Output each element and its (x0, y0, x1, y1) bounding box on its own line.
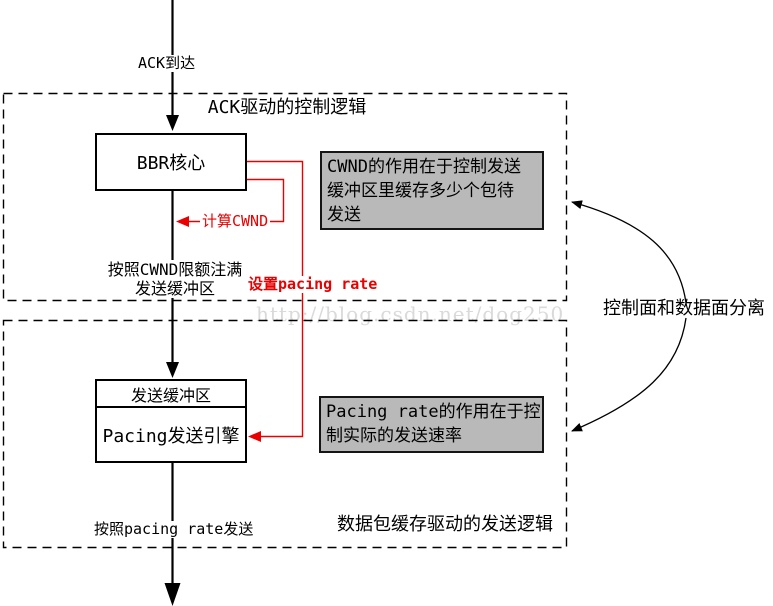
send-buffer-node: 发送缓冲区 Pacing发送引擎 (95, 379, 247, 463)
fill-buffer-line2: 发送缓冲区 (134, 279, 215, 298)
red-arrowhead-calc-cwnd (176, 216, 189, 227)
fill-buffer-label: 按照CWND限额注满 发送缓冲区 (88, 260, 262, 298)
cwnd-note-line3: 发送 (327, 205, 361, 225)
curved-arrow-to-control-plane (571, 200, 687, 304)
send-buffer-cell: 发送缓冲区 (97, 381, 245, 408)
bbr-core-node: BBR核心 (95, 133, 247, 191)
flow-arrowhead-out (164, 583, 181, 606)
separation-label: 控制面和数据面分离 (603, 298, 765, 319)
pacing-engine-cell: Pacing发送引擎 (97, 408, 245, 461)
flow-arrowhead-into-buffer (166, 362, 179, 378)
cwnd-note-line1: CWND的作用在于控制发送 (327, 157, 521, 177)
cwnd-note-line2: 缓冲区里缓存多少个包待 (327, 181, 514, 201)
data-plane-title: 数据包缓存驱动的发送逻辑 (337, 514, 553, 535)
set-pacing-rate-label: 设置pacing rate (246, 275, 380, 294)
red-line-set-pacing-rate (247, 160, 304, 438)
ack-arrival-label: ACK到达 (136, 54, 198, 73)
pacing-engine-label: Pacing发送引擎 (102, 425, 240, 447)
red-arrowhead-into-pacing-engine (248, 431, 261, 442)
fill-buffer-line1: 按照CWND限额注满 (107, 260, 243, 279)
send-by-pacing-label: 按照pacing rate发送 (92, 520, 256, 539)
cwnd-note-box: CWND的作用在于控制发送 缓冲区里缓存多少个包待 发送 (320, 151, 544, 230)
curved-arrow-to-data-plane (571, 317, 687, 432)
calc-cwnd-label: 计算CWND (200, 212, 271, 231)
pacing-note-box: Pacing rate的作用在于控 制实际的发送速率 (319, 396, 544, 453)
pacing-note-line2: 制实际的发送速率 (326, 426, 462, 446)
control-plane-title: ACK驱动的控制逻辑 (207, 97, 367, 118)
bbr-core-label: BBR核心 (136, 153, 206, 174)
send-buffer-label: 发送缓冲区 (130, 385, 211, 405)
watermark-text: http://blog.csdn.net/dog250 (256, 302, 565, 326)
pacing-note-line1: Pacing rate的作用在于控 (326, 402, 541, 422)
